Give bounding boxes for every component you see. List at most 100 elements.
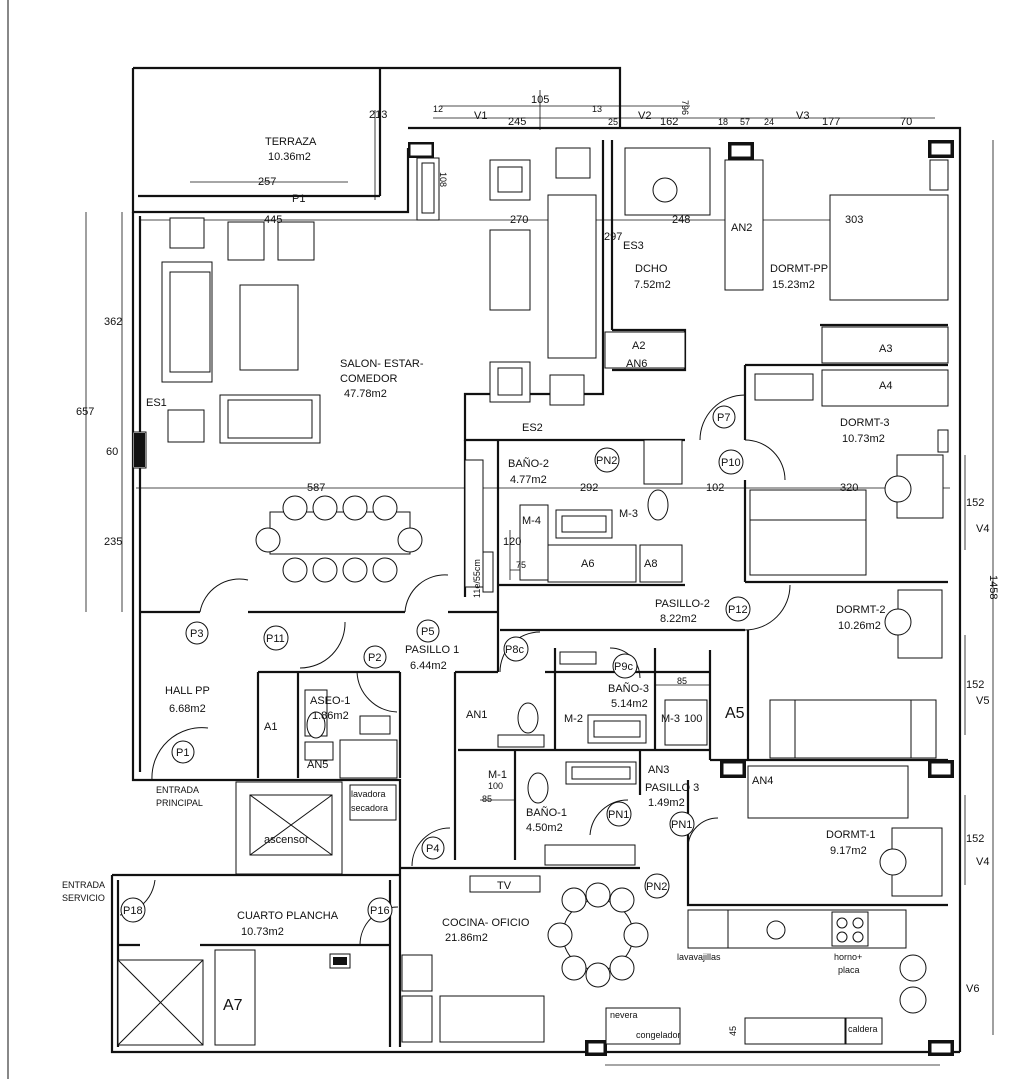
label-stair-note: 11e/55cm <box>472 559 482 598</box>
door-tag-p8c: P8c <box>505 644 524 656</box>
dim-796: 796 <box>680 100 690 115</box>
dim-152-b: 152 <box>966 679 984 691</box>
room-area-dormt-1: 9.17m2 <box>830 845 867 857</box>
label-secadora: secadora <box>351 803 388 813</box>
label-es3: ES3 <box>623 240 644 252</box>
label-an3: AN3 <box>648 764 669 776</box>
room-area-bano-2: 4.77m2 <box>510 474 547 486</box>
dim-102: 102 <box>706 482 724 494</box>
label-entrada-servicio: ENTRADA <box>62 880 105 890</box>
room-area-terraza: 10.36m2 <box>268 151 311 163</box>
door-tag-pn2-b: PN2 <box>646 881 667 893</box>
room-name-bano-1: BAÑO-1 <box>526 806 567 819</box>
dim-292: 292 <box>580 482 598 494</box>
door-tag-p3: P3 <box>190 628 203 640</box>
dim-75: 75 <box>516 560 526 570</box>
dim-297: 297 <box>604 231 622 243</box>
dim-57: 57 <box>740 117 750 127</box>
room-name-dormt-2: DORMT-2 <box>836 604 886 616</box>
door-tag-p2: P2 <box>368 652 381 664</box>
room-area-dormt-2: 10.26m2 <box>838 620 881 632</box>
room-area-dormt-pp: 15.23m2 <box>772 279 815 291</box>
room-name-dcho: DCHO <box>635 263 668 275</box>
label-an4: AN4 <box>752 775 773 787</box>
furniture <box>117 140 954 1056</box>
label-v4b: V4 <box>976 856 989 868</box>
room-area-hall: 6.68m2 <box>169 703 206 715</box>
label-an2: AN2 <box>731 222 752 234</box>
dim-657: 657 <box>76 406 94 418</box>
room-name-salon: SALON- ESTAR- <box>340 358 424 370</box>
label-a8: A8 <box>644 558 657 570</box>
label-entrada-principal-2: PRINCIPAL <box>156 798 203 808</box>
room-area-dcho: 7.52m2 <box>634 279 671 291</box>
door-tag-p18: P18 <box>123 905 143 917</box>
door-tag-p7: P7 <box>717 412 730 424</box>
room-name-terraza: TERRAZA <box>265 136 317 148</box>
room-name-aseo-1: ASEO-1 <box>310 695 350 707</box>
room-name-cuarto-plancha: CUARTO PLANCHA <box>237 910 339 922</box>
door-tag-p1: P1 <box>176 747 189 759</box>
room-area-pasillo-3: 1.49m2 <box>648 797 685 809</box>
label-v6: V6 <box>966 983 979 995</box>
label-lavavajillas: lavavajillas <box>677 952 721 962</box>
room-name-pasillo-2: PASILLO-2 <box>655 598 710 610</box>
room-area-bano-1: 4.50m2 <box>526 822 563 834</box>
label-p1-terraza: P1 <box>292 193 305 205</box>
door-tag-pn1: PN1 <box>608 809 629 821</box>
label-v2: V2 <box>638 110 651 122</box>
label-caldera: caldera <box>848 1024 878 1034</box>
label-a7: A7 <box>223 997 243 1014</box>
label-v3: V3 <box>796 110 809 122</box>
label-entrada-principal: ENTRADA <box>156 785 199 795</box>
label-an1: AN1 <box>466 709 487 721</box>
interior-walls <box>118 140 948 1047</box>
dim-100-b: 100 <box>488 781 503 791</box>
room-name-salon-2: COMEDOR <box>340 373 398 385</box>
room-area-pasillo-2: 8.22m2 <box>660 613 697 625</box>
label-es2: ES2 <box>522 422 543 434</box>
outer-walls <box>110 66 962 1054</box>
label-v4a: V4 <box>976 523 989 535</box>
label-a5: A5 <box>725 705 745 722</box>
door-tag-labels: P1 P2 P3 P4 P5 P7 P8c P9c P10 P11 P12 P1… <box>123 412 748 917</box>
dim-18: 18 <box>718 117 728 127</box>
door-tag-p5: P5 <box>421 626 434 638</box>
dim-587: 587 <box>307 482 325 494</box>
dim-445: 445 <box>264 214 282 226</box>
label-a1: A1 <box>264 721 277 733</box>
door-tag-p16: P16 <box>370 905 390 917</box>
door-tag-pn1-b: PN1 <box>671 819 692 831</box>
dim-25: 25 <box>608 117 618 127</box>
label-v1: V1 <box>474 110 487 122</box>
dimension-lines <box>85 90 994 1066</box>
label-m1: M-1 <box>488 769 507 781</box>
room-area-cuarto-plancha: 10.73m2 <box>241 926 284 938</box>
label-an6: AN6 <box>626 358 647 370</box>
dim-213: 213 <box>369 109 387 121</box>
dim-152-c: 152 <box>966 833 984 845</box>
label-es1: ES1 <box>146 397 167 409</box>
dim-245: 245 <box>508 116 526 128</box>
room-name-pasillo-1: PASILLO 1 <box>405 644 459 656</box>
dim-85-a: 85 <box>677 676 687 686</box>
dimension-labels: 105 213 12 245 13 25 162 796 18 57 24 17… <box>76 94 999 1036</box>
dim-105: 105 <box>531 94 549 106</box>
room-labels: TERRAZA 10.36m2 SALON- ESTAR- COMEDOR 47… <box>165 136 890 944</box>
dim-257: 257 <box>258 176 276 188</box>
label-a2: A2 <box>632 340 645 352</box>
label-ascensor: ascensor <box>264 834 309 846</box>
label-tv: TV <box>497 880 512 892</box>
label-a3: A3 <box>879 343 892 355</box>
room-name-dormt-3: DORMT-3 <box>840 417 890 429</box>
label-m3: M-3 <box>619 508 638 520</box>
label-nevera: nevera <box>610 1010 638 1020</box>
door-tag-p10: P10 <box>721 457 741 469</box>
room-name-dormt-1: DORMT-1 <box>826 829 876 841</box>
dim-85-b: 85 <box>482 794 492 804</box>
dim-248: 248 <box>672 214 690 226</box>
room-area-aseo-1: 1.86m2 <box>312 710 349 722</box>
dim-235: 235 <box>104 536 122 548</box>
label-v5: V5 <box>976 695 989 707</box>
label-lavadora: lavadora <box>351 789 386 799</box>
